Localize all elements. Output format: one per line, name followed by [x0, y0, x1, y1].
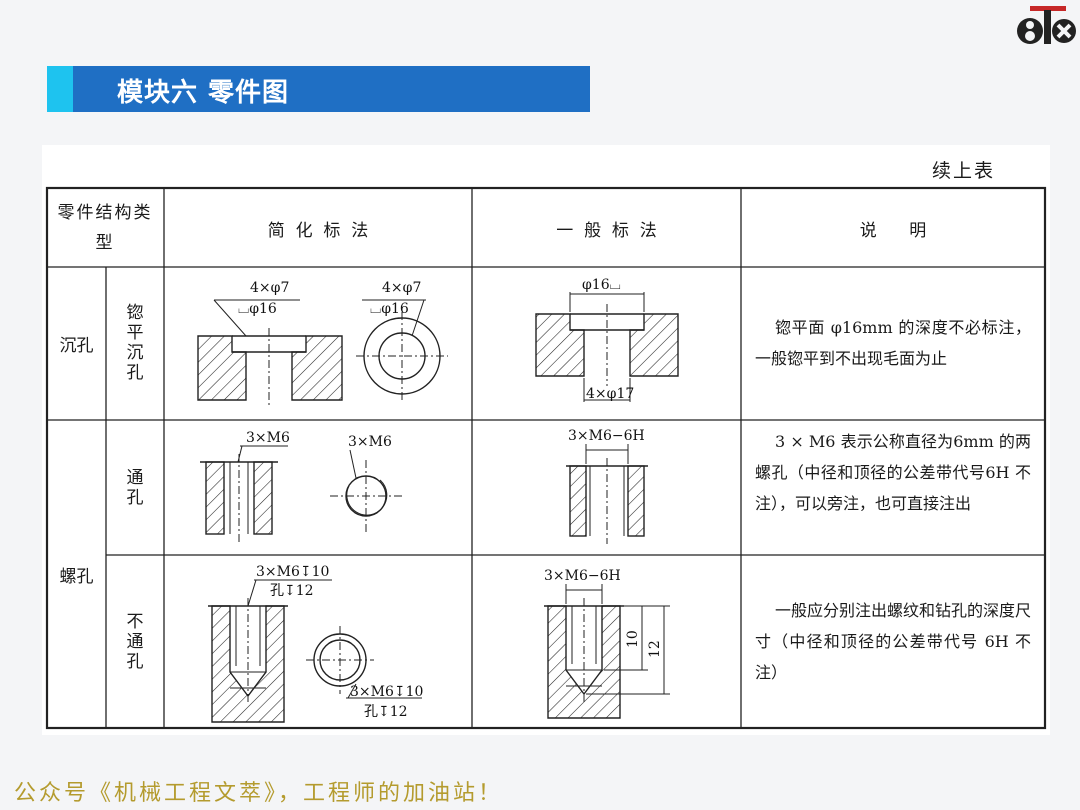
description-counterbore: 锪平面 φ16mm 的深度不必标注，一般锪平到不出现毛面为止 [755, 318, 1031, 368]
col-header-general: 一 般 标 法 [556, 220, 657, 241]
sub-label-counterbore: 锪平沉孔 [126, 303, 144, 383]
cb-simple-label-3: 4×φ7 [382, 280, 421, 296]
sub-label-blind: 不通孔 [126, 612, 144, 672]
through-thread-simplified-drawing [200, 445, 402, 542]
bt-simple-label-3: 3×M6↧10 [350, 684, 423, 700]
description-blind: 一般应分别注出螺纹和钻孔的深度尺寸（中径和顶径的公差带代号 6H 不注） [755, 601, 1032, 682]
col-header-simplified: 简 化 标 法 [267, 220, 369, 241]
th-general-label-1: 3×M6−6H [568, 428, 645, 444]
cb-general-label-1: φ16⌴ [582, 277, 621, 293]
col-header-description: 说 明 [859, 220, 927, 241]
footer-slogan: 公众号《机械工程文萃》，工程师的加油站！ [14, 781, 504, 806]
bt-simple-label-2: 孔↧12 [270, 583, 314, 599]
cb-simple-label-4: ⌴φ16 [370, 301, 409, 317]
blind-thread-general-drawing [544, 584, 670, 719]
group-label-counterbore: 沉孔 [59, 336, 94, 356]
cb-general-label-2: 4×φ17 [586, 386, 634, 402]
counterbore-simplified-drawing [197, 299, 448, 408]
bt-general-depth-10: 10 [625, 630, 641, 648]
8tx-logo-icon [1017, 6, 1076, 44]
description-through: 3 × M6 表示公称直径为6mm 的两螺孔（中径和顶径的公差带代号6H 不注）… [755, 432, 1031, 513]
group-label-threaded: 螺孔 [59, 566, 94, 587]
bt-simple-label-4: 孔↧12 [364, 704, 408, 720]
bt-general-label-1: 3×M6−6H [544, 568, 621, 584]
th-simple-label-1: 3×M6 [246, 430, 290, 446]
table-sheet [42, 145, 1050, 735]
module-banner: 模块六 零件图 [47, 66, 590, 112]
banner-accent [47, 66, 73, 112]
th-simple-label-2: 3×M6 [348, 434, 392, 450]
sub-label-through: 通孔 [126, 468, 144, 508]
continuation-label: 续上表 [932, 160, 996, 182]
page-title: 模块六 零件图 [117, 78, 290, 108]
cb-simple-label-1: 4×φ7 [250, 280, 289, 296]
bt-general-depth-12: 12 [647, 640, 663, 658]
blind-thread-simplified-drawing [208, 579, 422, 723]
bt-simple-label-1: 3×M6↧10 [256, 564, 329, 580]
through-thread-general-drawing [566, 444, 648, 544]
cb-simple-label-2: ⌴φ16 [238, 301, 277, 317]
counterbore-general-drawing [535, 292, 679, 402]
col-header-type: 零件结构类型 [57, 203, 153, 253]
